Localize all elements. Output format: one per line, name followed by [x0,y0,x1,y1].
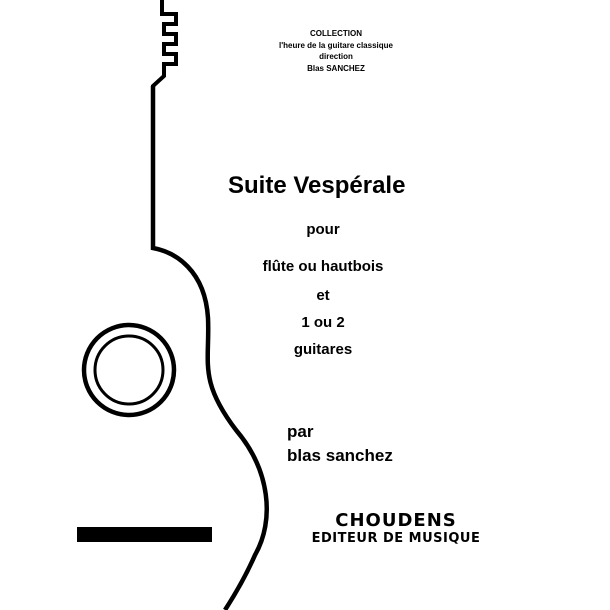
guitar-headstock-outline [151,0,178,88]
collection-director-name: Blas SANCHEZ [307,63,365,73]
collection-info: COLLECTION l'heure de la guitare classiq… [236,28,436,74]
collection-direction-label: direction [319,52,353,61]
work-instrumentation-line-2: 1 ou 2 [301,314,345,331]
guitar-body-outline [150,86,269,610]
publisher-subtitle: EDITEUR DE MUSIQUE [311,531,481,546]
guitar-sound-hole-outer [81,322,177,418]
guitar-sound-hole-inner [93,334,165,406]
work-instrumentation-line-1: flûte ou hautbois [262,258,384,275]
composer-name: blas sanchez [287,446,393,465]
publisher-name: CHOUDENS [335,510,457,531]
work-pour-label: pour [306,221,340,238]
work-title: Suite Vespérale [228,172,406,199]
collection-series-name: l'heure de la guitare classique [279,40,393,50]
collection-label: COLLECTION [310,29,362,38]
guitar-bridge [77,527,212,542]
author-by-label: par [287,422,314,441]
work-instrumentation-line-3: guitares [293,341,353,358]
work-instrumentation-and: et [316,287,330,304]
